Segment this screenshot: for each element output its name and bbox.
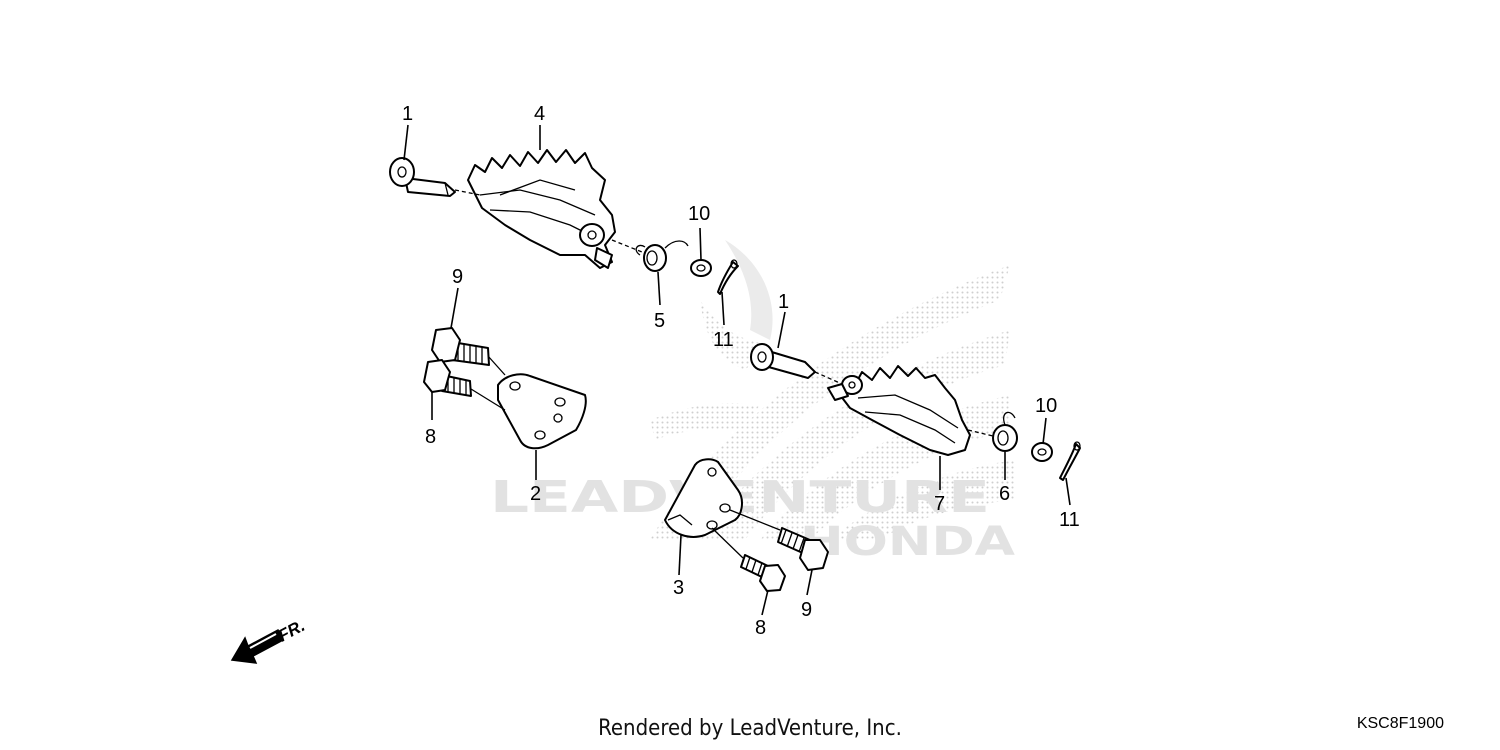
diagram-code: KSC8F1900 bbox=[1356, 715, 1444, 732]
callout-7: 7 bbox=[934, 493, 945, 515]
spring-part-6 bbox=[992, 411, 1018, 452]
bracket-part-2 bbox=[497, 373, 587, 450]
callout-2: 2 bbox=[530, 483, 541, 505]
callout-5: 5 bbox=[654, 310, 665, 332]
callout-numbers: 1 4 10 5 11 9 8 2 1 10 7 6 11 3 8 9 bbox=[402, 103, 1080, 639]
callout-11-top: 11 bbox=[713, 329, 734, 351]
footpeg-part-7 bbox=[827, 365, 971, 456]
callout-3: 3 bbox=[673, 577, 684, 599]
callout-10-right: 10 bbox=[1035, 395, 1057, 417]
cotter-pin-part-11-right bbox=[1059, 441, 1081, 481]
pin-part-1-left bbox=[389, 157, 456, 197]
callout-8-left: 8 bbox=[425, 426, 436, 448]
front-direction-arrow bbox=[230, 628, 284, 664]
cotter-pin-part-11-top bbox=[717, 259, 739, 295]
washer-part-10-top bbox=[690, 259, 712, 277]
callout-9-left: 9 bbox=[452, 266, 463, 288]
footer-credit: Rendered by LeadVenture, Inc. bbox=[598, 716, 902, 741]
washer-part-10-right bbox=[1031, 442, 1053, 462]
bracket-part-3 bbox=[664, 458, 743, 538]
callout-8-bottom: 8 bbox=[755, 617, 766, 639]
pin-part-1-right bbox=[750, 343, 816, 379]
callout-6: 6 bbox=[999, 483, 1010, 505]
callout-11-right: 11 bbox=[1059, 509, 1080, 531]
bolt-part-9-right bbox=[777, 527, 829, 571]
watermark-brand-text: HONDA bbox=[800, 519, 1015, 565]
callout-10-top: 10 bbox=[688, 203, 710, 225]
callout-1-right: 1 bbox=[778, 291, 789, 313]
callout-1-top-left: 1 bbox=[402, 103, 413, 125]
bolt-part-9-left bbox=[431, 327, 490, 366]
spring-part-5 bbox=[635, 240, 689, 272]
bolt-part-8-left bbox=[423, 359, 472, 397]
callout-9-bottom: 9 bbox=[801, 599, 812, 621]
footpeg-part-4 bbox=[467, 149, 616, 269]
bolt-part-8-right bbox=[740, 554, 786, 592]
callout-4: 4 bbox=[534, 103, 545, 125]
leader-lines bbox=[403, 124, 1071, 616]
